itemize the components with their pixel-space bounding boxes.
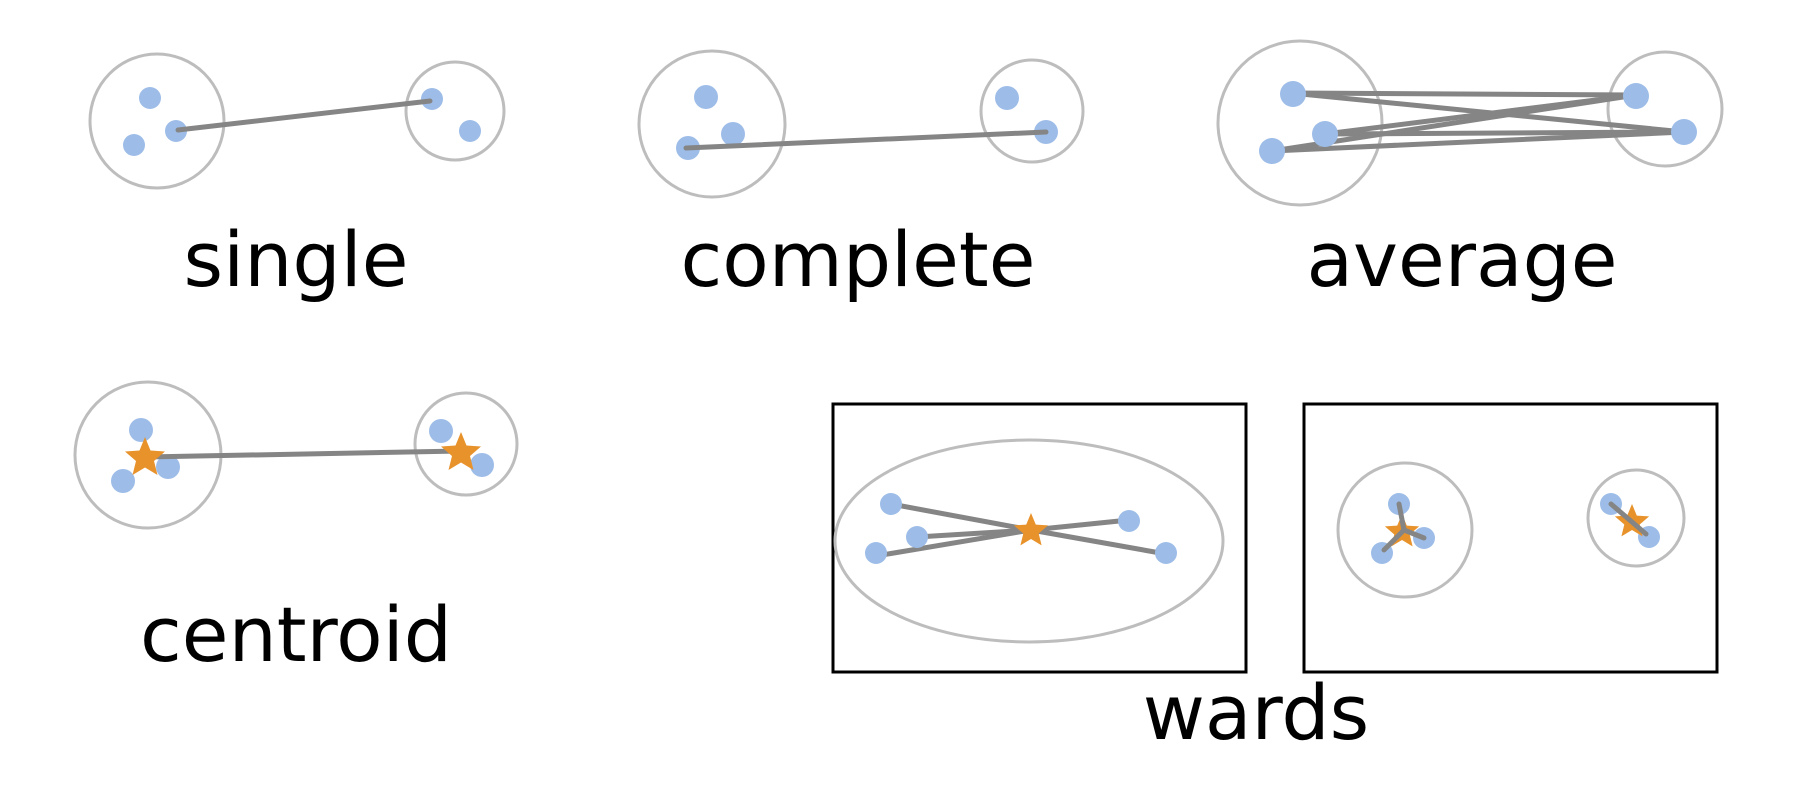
cluster-b-outline [404,60,506,162]
point-marker-icon [1312,121,1338,147]
point-marker-icon [995,86,1019,110]
cluster-b-outline [413,391,519,497]
link-line [143,448,464,460]
link-line [1608,501,1649,537]
cluster-a-outline [1216,39,1384,207]
panel-wards-separate [1302,402,1719,674]
point-marker-icon [129,418,153,442]
label-wards: wards [1142,668,1370,757]
link-line [1396,501,1407,533]
point-marker-icon [694,85,718,109]
point-marker-icon [906,526,928,548]
link-line [1028,527,1169,557]
link-line [1269,129,1687,154]
label-average: average [1306,215,1618,304]
label-single: single [183,215,409,304]
point-marker-icon [111,469,135,493]
point-marker-icon [1671,119,1697,145]
cluster-a-outline [88,52,226,190]
panel-single [88,52,506,190]
link-line [175,98,433,133]
cluster-a-outline [637,49,787,199]
point-marker-icon [459,120,481,142]
cluster-b-outline [1606,50,1724,168]
point-marker-icon [1280,81,1306,107]
link-line [873,527,1034,559]
link-line [1401,527,1427,541]
point-marker-icon [123,134,145,156]
frame-border [1302,402,1719,674]
point-marker-icon [1155,542,1177,564]
point-marker-icon [421,88,443,110]
point-marker-icon [1259,138,1285,164]
link-line [1028,517,1132,533]
label-complete: complete [680,215,1036,304]
point-marker-icon [429,419,453,443]
panel-average [1216,39,1724,207]
point-marker-icon [470,453,494,477]
point-marker-icon [880,493,902,515]
point-marker-icon [139,87,161,109]
panel-wards-merged [831,402,1248,674]
link-line [1381,527,1407,553]
point-marker-icon [865,542,887,564]
merged-cluster-outline [833,438,1225,644]
link-line [1288,90,1639,98]
point-marker-icon [156,455,180,479]
frame-border [831,402,1248,674]
link-line [683,129,1049,151]
cluster-b-outline [1586,468,1686,568]
cluster-a-outline [1336,461,1474,599]
point-marker-icon [1623,83,1649,109]
panel-centroid [73,380,519,530]
cluster-b-outline [979,58,1085,164]
link-line [888,501,1034,533]
star-icon [441,432,481,470]
star-icon [125,437,165,475]
label-centroid: centroid [140,590,452,679]
panel-complete [637,49,1085,199]
star-icon [1013,513,1049,546]
point-marker-icon [1118,510,1140,532]
point-marker-icon [721,122,745,146]
